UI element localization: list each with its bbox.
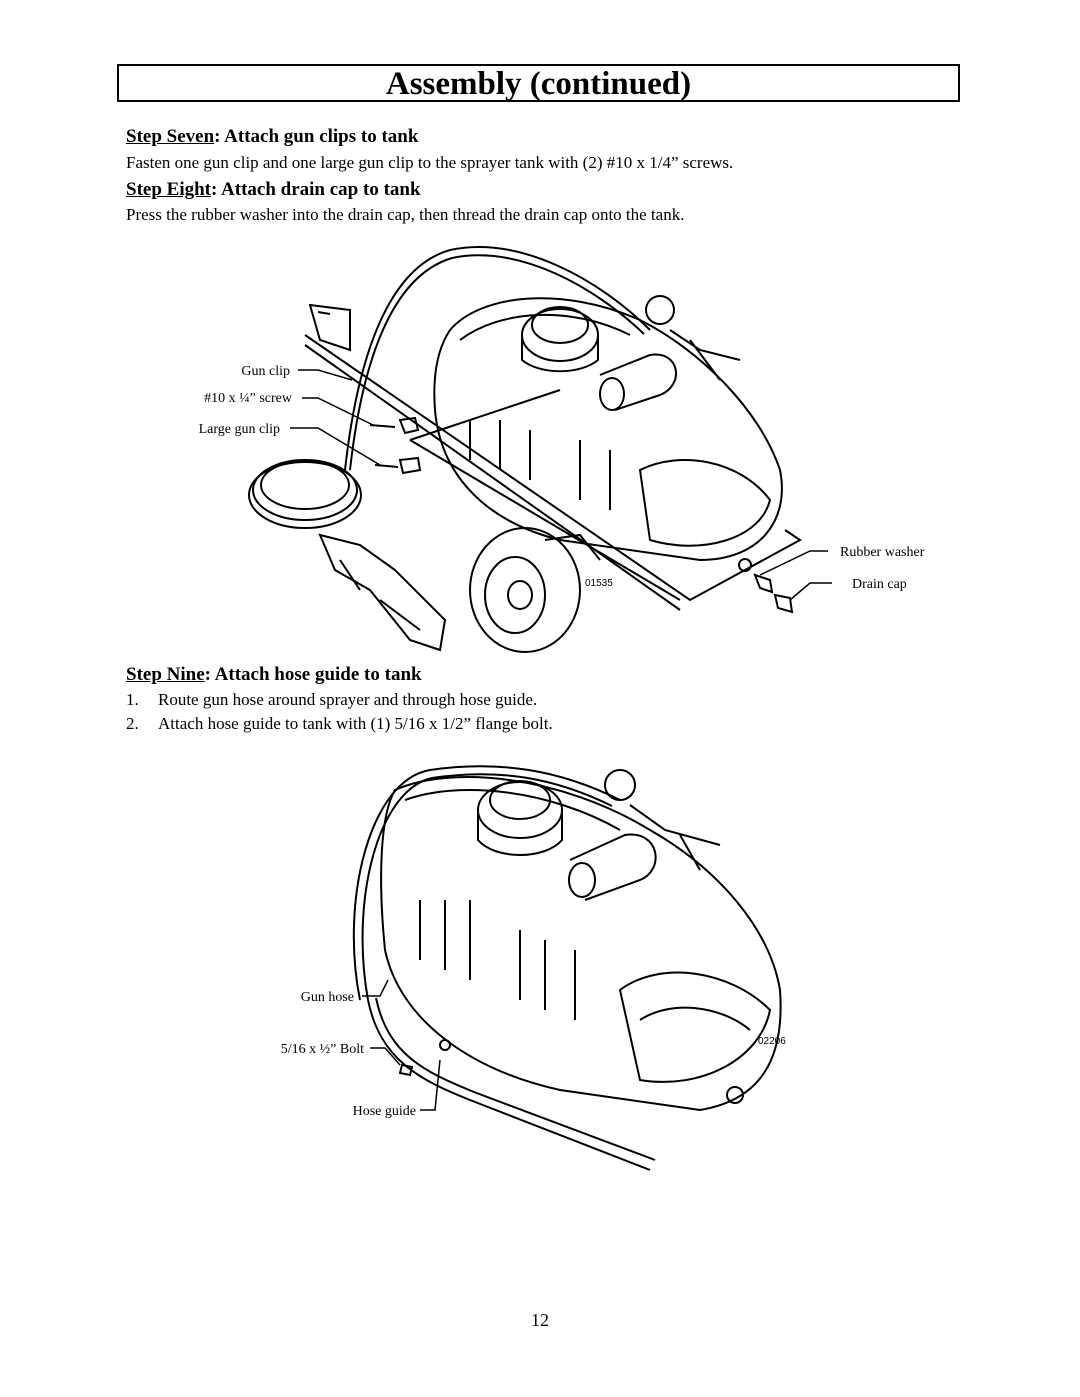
step-seven-heading: Step Seven: Attach gun clips to tank (126, 126, 418, 148)
figure-code-2: 02206 (758, 1036, 786, 1047)
step-eight-label: Step Eight (126, 179, 211, 200)
label-large-gun-clip: Large gun clip (199, 422, 280, 437)
list-item-text: Route gun hose around sprayer and throug… (158, 690, 538, 709)
step-seven-label: Step Seven (126, 126, 215, 147)
list-item-text: Attach hose guide to tank with (1) 5/16 … (158, 714, 553, 733)
page-number: 12 (531, 1310, 549, 1330)
label-bolt: 5/16 x ½” Bolt (281, 1042, 364, 1057)
label-gun-hose: Gun hose (301, 990, 354, 1005)
label-rubber-washer: Rubber washer (840, 545, 925, 560)
list-item-number: 1. (126, 690, 139, 709)
step-nine-action: : Attach hose guide to tank (204, 664, 422, 685)
step-seven-action: : Attach gun clips to tank (214, 126, 419, 147)
list-item: 2. Attach hose guide to tank with (1) 5/1… (126, 714, 553, 734)
step-nine-heading: Step Nine: Attach hose guide to tank (126, 664, 422, 686)
step-nine-label: Step Nine (126, 664, 205, 685)
step-seven-text: Fasten one gun clip and one large gun cl… (126, 153, 734, 172)
list-item-number: 2. (126, 714, 139, 733)
section-title: Assembly (continued) (385, 66, 692, 102)
step-eight-heading: Step Eight: Attach drain cap to tank (126, 179, 421, 201)
list-item: 1. Route gun hose around sprayer and thro… (126, 690, 537, 710)
label-screw: #10 x ¼” screw (204, 391, 293, 406)
label-drain-cap: Drain cap (852, 577, 907, 592)
step-eight-text: Press the rubber washer into the drain c… (126, 205, 685, 224)
label-hose-guide: Hose guide (353, 1104, 416, 1119)
step-eight-action: : Attach drain cap to tank (211, 179, 421, 200)
figure-code-1: 01535 (585, 578, 613, 589)
label-gun-clip: Gun clip (241, 364, 290, 379)
section-title-box: Assembly (continued) (117, 64, 960, 102)
